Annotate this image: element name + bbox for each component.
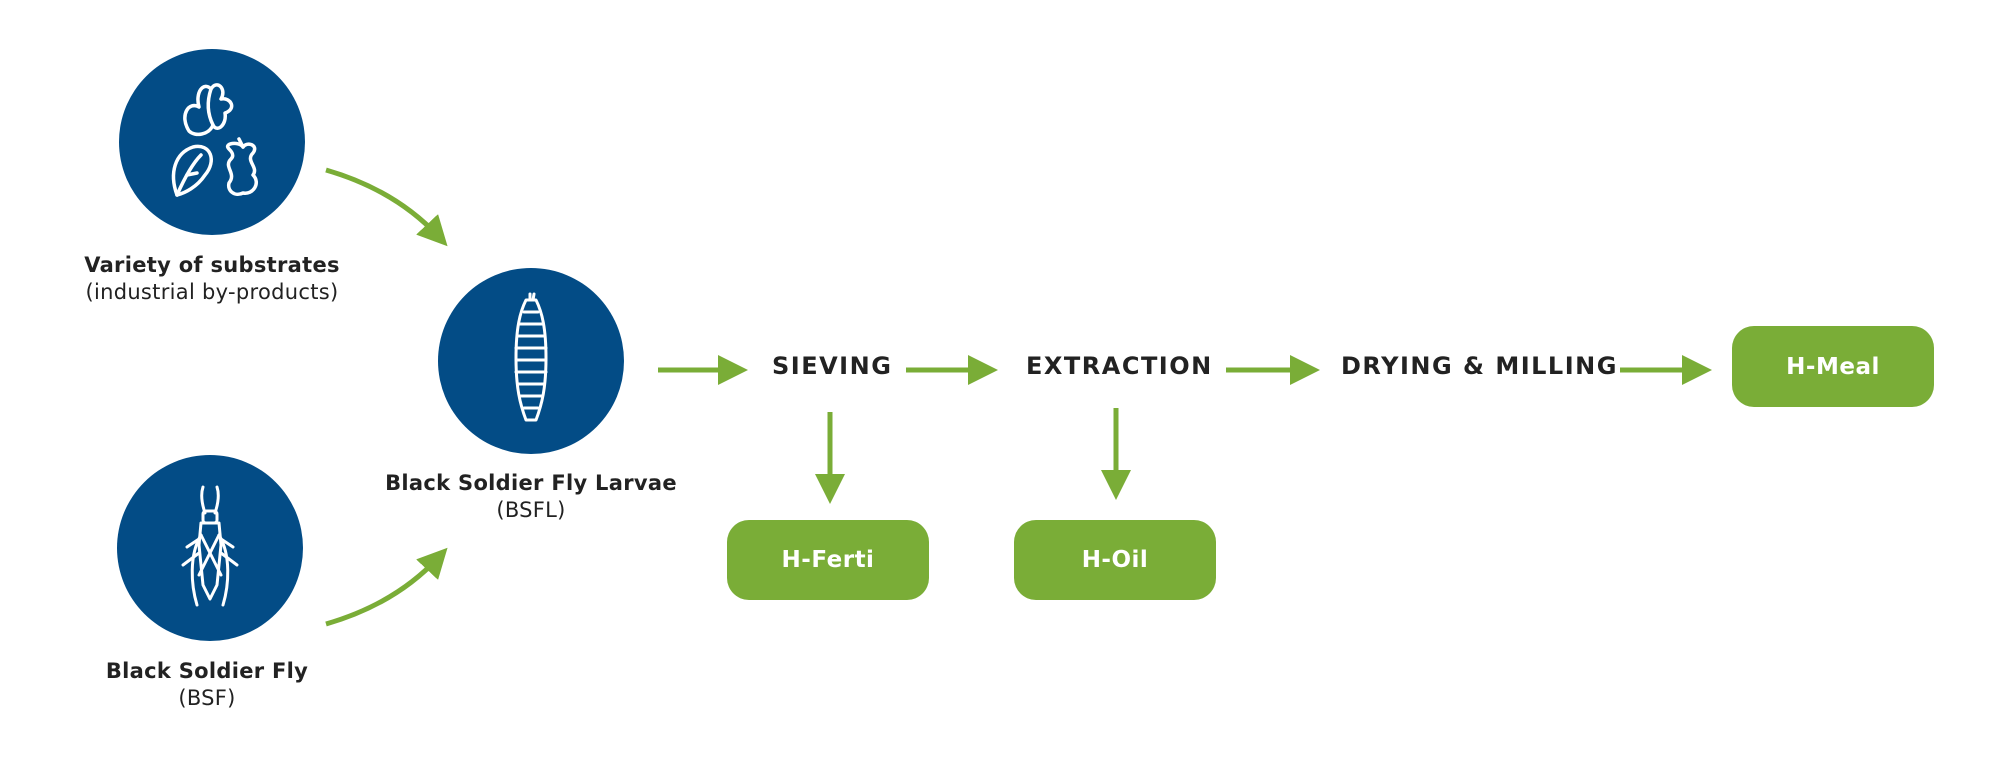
larvae-caption: Black Soldier Fly Larvae (BSFL) (371, 470, 691, 524)
food-waste-icon (171, 83, 258, 197)
fly-title: Black Soldier Fly (105, 659, 309, 683)
substrates-subtitle: (industrial by-products) (85, 280, 339, 304)
step-extraction: EXTRACTION (1026, 352, 1213, 380)
arrow-substrates-to-larvae (325, 167, 448, 247)
substrates-circle (119, 49, 305, 235)
product-h-meal: H-Meal (1732, 326, 1934, 407)
arrow-fly-to-larvae (325, 547, 448, 627)
fly-subtitle: (BSF) (178, 686, 236, 710)
step-drying-milling: DRYING & MILLING (1341, 352, 1618, 380)
fly-icon (181, 485, 239, 607)
product-h-ferti: H-Ferti (727, 520, 929, 600)
larva-icon (514, 292, 548, 422)
substrates-title: Variety of substrates (84, 253, 340, 277)
substrates-caption: Variety of substrates (industrial by-pro… (52, 252, 372, 306)
product-h-oil: H-Oil (1014, 520, 1216, 600)
larvae-title: Black Soldier Fly Larvae (385, 471, 677, 495)
larvae-subtitle: (BSFL) (496, 498, 566, 522)
fly-caption: Black Soldier Fly (BSF) (52, 658, 362, 712)
fly-circle (117, 455, 303, 641)
step-sieving: SIEVING (772, 352, 893, 380)
larvae-circle (438, 268, 624, 454)
